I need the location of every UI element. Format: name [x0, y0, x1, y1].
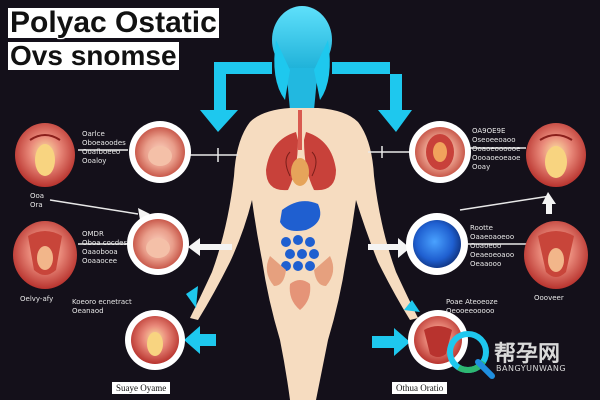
watermark-logo-icon [447, 331, 495, 379]
caption-bottom-right: Othua Oratio [392, 382, 448, 394]
abdomen-organs [280, 201, 321, 271]
label-bottom-right-b: Oooveer [534, 294, 564, 302]
pelvic-organs [266, 256, 334, 310]
label-top-left: Oarlce Oboeaoodes Ooafboeeo Ooaloy [82, 130, 126, 165]
circle-left-mid [127, 213, 189, 275]
connector-lines [49, 146, 551, 245]
label-bottom-right-a: Poae Ateoeoze Oeooeeooooo [446, 298, 498, 315]
watermark-latin: BANGYUNWANG [496, 364, 567, 373]
label-bottom-left-a: Oelvy-afy [20, 295, 54, 303]
title-line-1: Polyac Ostatic [8, 6, 219, 39]
label-mid-right: Rootte Oaaeoaoeoo Ooaoeoo Oeaeoeoaoo Oea… [470, 224, 515, 268]
circle-left-bottom [125, 310, 185, 370]
caption-bottom-left: Suaye Oyame [112, 382, 171, 394]
label-top-right: OA9OE9E Oseoeeoaoo Ooaoeoooooe Oooaoeoea… [472, 127, 521, 171]
label-mid-left-small: Ooa Ora [30, 192, 45, 209]
chest-organs [266, 110, 336, 191]
uterus-thumb-left-bottom [13, 221, 77, 289]
uterus-thumb-left-top [15, 123, 75, 187]
title-line-2: Ovs snomse [8, 40, 179, 71]
head-arrows [200, 62, 412, 132]
bottom-arrows [184, 286, 420, 356]
head-silhouette [272, 6, 332, 110]
label-bottom-left-b: Koeoro ecnetract Oeanaod [72, 298, 132, 315]
circle-right-mid [406, 213, 468, 275]
circle-left-top [129, 121, 191, 183]
uterus-thumb-right-top [526, 123, 586, 187]
watermark-chinese: 帮孕网 [494, 342, 561, 367]
white-arrows [138, 192, 556, 258]
uterus-thumb-right-bottom [524, 221, 588, 289]
label-mid-left: OMDR Oboa cocdes Oaaobooa Ooaaocee [82, 230, 128, 265]
circle-right-top [409, 121, 471, 183]
